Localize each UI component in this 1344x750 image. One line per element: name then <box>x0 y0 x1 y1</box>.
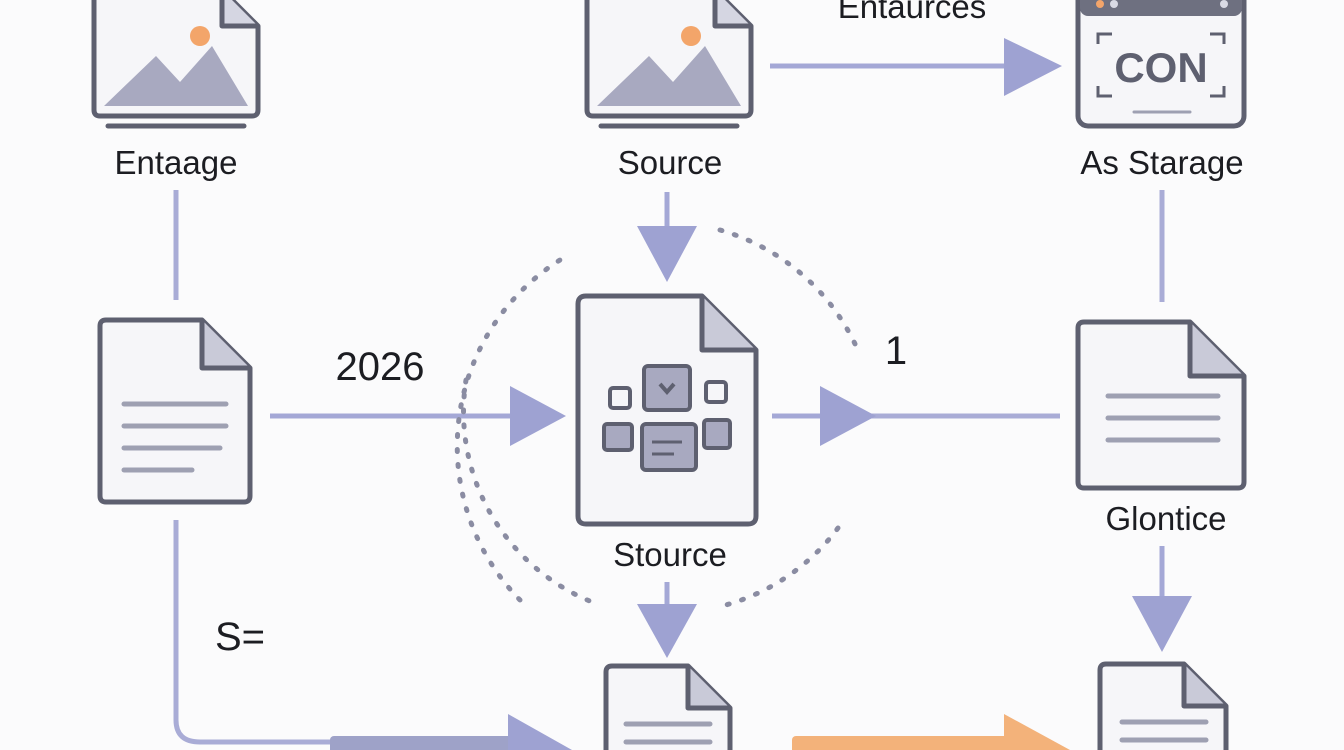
label-number: 1 <box>885 329 907 373</box>
arrow-right-to-bottom <box>1132 546 1192 652</box>
document-icon <box>1075 319 1247 491</box>
arrow-source-to-storage <box>770 38 1062 96</box>
label-center-doc: Stource <box>613 536 727 573</box>
arrow-center-doc-right <box>772 386 876 446</box>
label-s-marker: S= <box>215 615 265 659</box>
arrow-bottom-center-to-right <box>792 714 1070 750</box>
image-file-icon <box>584 0 754 129</box>
dotted-orbit-left <box>461 377 603 608</box>
document-icon <box>1097 661 1229 750</box>
arrow-center-to-bottom <box>637 582 697 658</box>
connectors <box>173 38 1192 750</box>
label-top-arrow: Entaurces <box>838 0 987 25</box>
storage-icon-text: CON <box>1114 44 1207 91</box>
label-storage: As Starage <box>1080 144 1243 181</box>
label-image-left: Entaage <box>115 144 238 181</box>
document-icon <box>97 317 253 505</box>
image-file-icon <box>91 0 261 129</box>
arrow-source-to-center-doc <box>637 192 697 282</box>
connector-left-doc-to-bottom <box>173 520 340 745</box>
label-year: 2026 <box>336 345 425 389</box>
storage-window-icon: CON <box>1075 0 1247 129</box>
label-image-center: Source <box>618 144 723 181</box>
arrow-bottom-left-to-center <box>330 714 572 750</box>
dotted-orbit <box>454 227 859 609</box>
dashboard-document-icon <box>575 293 759 527</box>
document-icon <box>603 663 733 750</box>
label-right-doc: Glontice <box>1105 500 1226 537</box>
arrow-left-doc-to-center-doc <box>270 386 566 446</box>
